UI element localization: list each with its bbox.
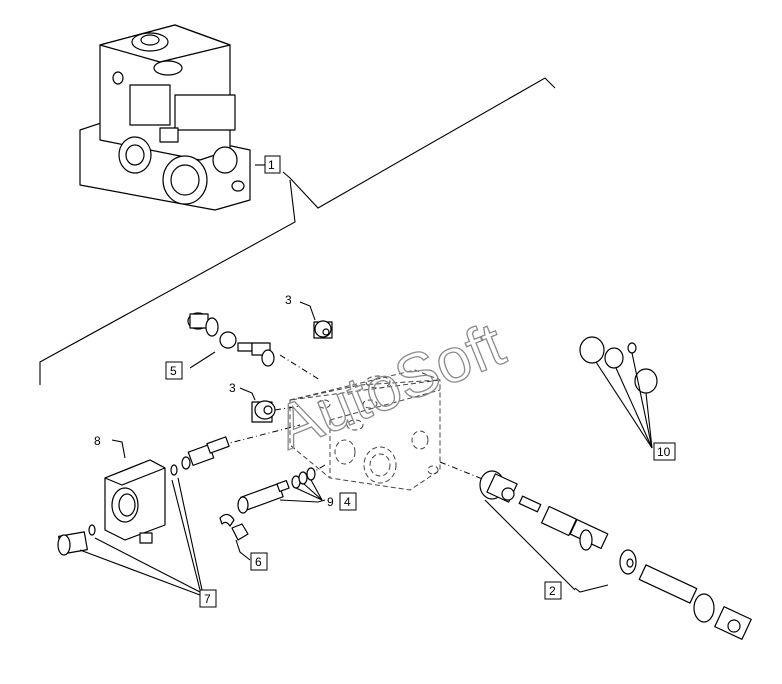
svg-text:6: 6 (255, 555, 262, 569)
svg-text:2: 2 (549, 584, 556, 598)
part-3-upper-plug (313, 320, 333, 339)
assembled-valve-block (79, 24, 251, 211)
solenoid-stem (181, 436, 230, 470)
part-6-clip (219, 513, 249, 541)
svg-text:3: 3 (285, 293, 292, 307)
callout-3-upper[interactable]: 3 (285, 293, 292, 307)
callout-4[interactable]: 4 (339, 492, 357, 511)
callout-2[interactable]: 2 (544, 581, 562, 600)
callout-9[interactable]: 9 (327, 495, 334, 509)
watermark: AutoSoft (267, 310, 513, 463)
callout-6[interactable]: 6 (250, 552, 268, 571)
svg-text:1: 1 (268, 158, 275, 172)
svg-text:9: 9 (327, 495, 334, 509)
callout-1[interactable]: 1 (264, 155, 281, 174)
callout-10[interactable]: 10 (653, 442, 676, 461)
part-10-seal-kit (579, 336, 658, 394)
svg-text:4: 4 (344, 495, 351, 509)
callout-5[interactable]: 5 (165, 361, 183, 380)
part-3-lower-plug (251, 400, 276, 423)
part-7-knob (57, 464, 178, 556)
part-8-solenoid-coil (104, 459, 166, 544)
svg-text:8: 8 (94, 434, 101, 448)
part-4-cartridge (237, 479, 290, 514)
part-5-group (187, 312, 275, 367)
svg-text:3: 3 (229, 381, 236, 395)
callout-8[interactable]: 8 (94, 434, 101, 448)
svg-text:7: 7 (204, 592, 211, 606)
svg-text:10: 10 (657, 445, 671, 459)
ghost-valve-housing (289, 369, 441, 491)
callout-3-lower[interactable]: 3 (229, 381, 236, 395)
svg-text:5: 5 (170, 364, 177, 378)
part-2-spool-assembly (479, 470, 752, 640)
part-9-orings (291, 467, 316, 489)
callout-7[interactable]: 7 (199, 589, 217, 608)
